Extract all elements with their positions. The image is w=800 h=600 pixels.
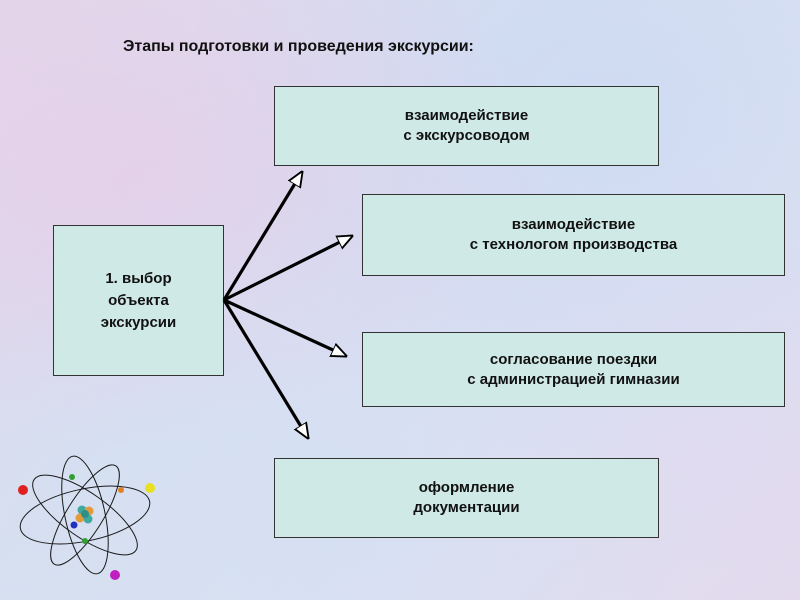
target-node-administration: согласование поездки с администрацией ги…: [362, 332, 785, 407]
target-node-guide: взаимодействие с экскурсоводом: [274, 86, 659, 166]
arrow-to-administration: [223, 298, 346, 356]
target-node-technologist: взаимодействие с технологом производства: [362, 194, 785, 276]
arrow-to-documents: [222, 299, 308, 438]
target-node-documents: оформление документации: [274, 458, 659, 538]
atom-icon: [18, 455, 155, 580]
arrow-to-technologist: [223, 236, 352, 302]
diagram-title: Этапы подготовки и проведения экскурсии:: [123, 38, 474, 55]
arrow-to-guide: [222, 172, 302, 301]
